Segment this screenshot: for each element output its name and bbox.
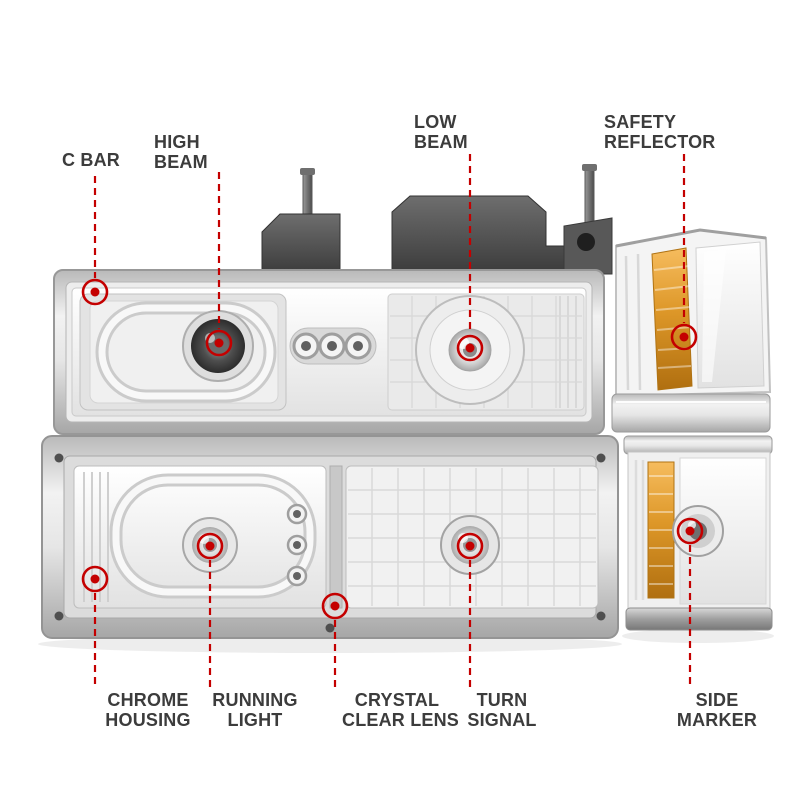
label-line: BEAM bbox=[414, 132, 468, 152]
callout-label-chrome-housing: CHROME HOUSING bbox=[88, 690, 208, 730]
callout-label-crystal-clear-lens: CRYSTAL CLEAR LENS bbox=[342, 690, 460, 730]
callout-label-c-bar: C BAR bbox=[62, 150, 120, 170]
bumper-light-bar bbox=[41, 435, 619, 639]
callout-label-turn-signal: TURN SIGNAL bbox=[450, 690, 554, 730]
label-line: REFLECTOR bbox=[604, 132, 716, 152]
side-marker-amber bbox=[647, 461, 675, 599]
shadow bbox=[38, 635, 622, 653]
callout-label-side-marker: SIDE MARKER bbox=[657, 690, 777, 730]
callout-marker-c-bar bbox=[81, 278, 109, 306]
label-line: SAFETY bbox=[604, 112, 677, 132]
callout-label-running-light: RUNNING LIGHT bbox=[195, 690, 315, 730]
callout-marker-safety-reflector bbox=[670, 323, 698, 351]
label-line: LOW bbox=[414, 112, 457, 132]
shadow bbox=[622, 629, 774, 643]
label-line: SIDE bbox=[695, 690, 739, 710]
label-line: RUNNING bbox=[212, 690, 298, 710]
running-light-leds bbox=[286, 503, 308, 587]
label-line: BEAM bbox=[154, 152, 208, 172]
label-line: HIGH bbox=[154, 132, 200, 152]
label-line: MARKER bbox=[676, 710, 758, 730]
led-trio bbox=[289, 327, 377, 365]
callout-marker-low-beam bbox=[456, 334, 484, 362]
label-line: C BAR bbox=[62, 150, 120, 170]
main-headlight bbox=[53, 269, 605, 435]
callout-label-safety-reflector: SAFETY REFLECTOR bbox=[604, 112, 715, 152]
callout-label-low-beam: LOW BEAM bbox=[414, 112, 468, 152]
corner-light bbox=[611, 228, 772, 433]
callout-label-high-beam: HIGH BEAM bbox=[154, 132, 208, 172]
label-line: TURN bbox=[476, 690, 528, 710]
label-line: CRYSTAL bbox=[354, 690, 440, 710]
callout-marker-side-marker bbox=[676, 517, 704, 545]
callout-marker-turn-signal bbox=[456, 532, 484, 560]
callout-marker-running-light bbox=[196, 532, 224, 560]
label-line: HOUSING bbox=[105, 710, 191, 730]
callout-marker-high-beam bbox=[205, 329, 233, 357]
callout-marker-crystal-clear-lens bbox=[321, 592, 349, 620]
side-marker-light bbox=[623, 435, 773, 631]
label-line: LIGHT bbox=[227, 710, 283, 730]
label-line: CHROME bbox=[107, 690, 189, 710]
safety-reflector-amber bbox=[651, 247, 693, 391]
label-line: SIGNAL bbox=[467, 710, 537, 730]
label-line: CLEAR LENS bbox=[342, 710, 460, 730]
callout-marker-chrome-housing bbox=[81, 565, 109, 593]
